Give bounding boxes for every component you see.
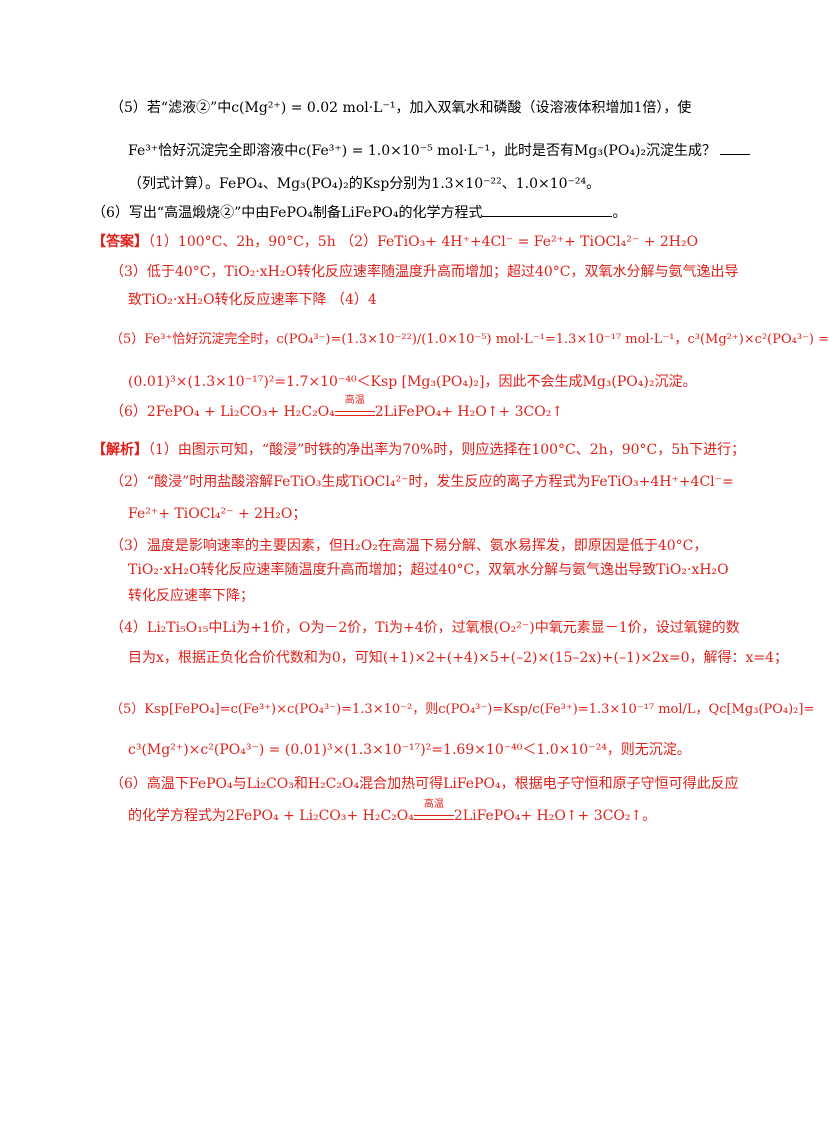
q6-line-1: （6）写出“高温煅烧②”中由FePO₄制备LiFePO₄的化学方程式 。 [92, 202, 626, 223]
answer-eq-left: （6）2FePO₄ + Li₂CO₃+ H₂C₂O₄ [110, 404, 335, 420]
analysis-eq-left: 的化学方程式为2FePO₄ + Li₂CO₃+ H₂C₂O₄ [128, 808, 414, 824]
analysis-line-3: Fe²⁺+ TiOCl₄²⁻ + 2H₂O； [128, 506, 307, 522]
q5-line-2-text: Fe³⁺恰好沉淀完全即溶液中c(Fe³⁺) = 1.0×10⁻⁵ mol·L⁻¹… [128, 143, 717, 159]
analysis-text-1: （1）由图示可知，“酸浸”时铁的净出率为70%时，则应选择在100°C、2h，9… [148, 442, 746, 458]
answer-line-3: 致TiO₂·xH₂O转化反应速率下降 （4）4 [128, 292, 377, 308]
analysis-line-12: 的化学方程式为2FePO₄ + Li₂CO₃+ H₂C₂O₄ 高温 2LiFePO₄… [128, 800, 657, 826]
analysis-eq-right: 2LiFePO₄+ H₂O↑+ 3CO₂↑。 [453, 808, 657, 824]
analysis-equation-bars [413, 815, 454, 820]
analysis-line-6: 转化反应速率下降； [128, 588, 254, 604]
analysis-line-4: （3）温度是影响速率的主要因素，但H₂O₂在高温下易分解、氨水易挥发，即原因是低… [110, 538, 708, 554]
answer-eq-right: 2LiFePO₄+ H₂O↑+ 3CO₂↑ [374, 404, 564, 420]
answer-text-1: （1）100°C、2h，90°C，5h （2）FeTiO₃+ 4H⁺+4Cl⁻ … [148, 234, 699, 250]
equation-condition: 高温 [344, 395, 365, 406]
answer-line-5: (0.01)³×(1.3×10⁻¹⁷)²=1.7×10⁻⁴⁰＜Ksp [Mg₃(… [128, 374, 697, 390]
analysis-tag: 【解析】 [92, 442, 148, 458]
answer-line-2: （3）低于40°C，TiO₂·xH₂O转化反应速率随温度升高而增加；超过40°C… [110, 264, 739, 280]
analysis-equation-condition: 高温 [423, 799, 444, 810]
q6-end: 。 [612, 205, 627, 221]
analysis-line-2: （2）“酸浸”时用盐酸溶解FeTiO₃生成TiOCl₄²⁻时，发生反应的离子方程… [110, 474, 734, 490]
q5-answer-blank [720, 140, 751, 155]
equation-bars [334, 411, 375, 416]
analysis-line-1: 【解析】（1）由图示可知，“酸浸”时铁的净出率为70%时，则应选择在100°C、… [92, 440, 745, 460]
analysis-line-7: （4）Li₂Ti₅O₁₅中Li为+1价，O为－2价，Ti为+4价，过氧根(O₂²… [110, 620, 740, 636]
q5-line-1: （5）若“滤液②”中c(Mg²⁺) = 0.02 mol·L⁻¹，加入双氧水和磷… [110, 100, 692, 116]
answer-line-1: 【答案】（1）100°C、2h，90°C，5h （2）FeTiO₃+ 4H⁺+4… [92, 232, 698, 252]
analysis-line-8: 目为x，根据正负化合价代数和为0，可知(+1)×2+(+4)×5+(–2)×(1… [128, 650, 789, 666]
answer-tag: 【答案】 [92, 234, 148, 250]
analysis-line-9: （5）Ksp[FePO₄]=c(Fe³⁺)×c(PO₄³⁻)=1.3×10⁻²，… [110, 702, 815, 717]
answer-line-4: （5）Fe³⁺恰好沉淀完全时，c(PO₄³⁻)=(1.3×10⁻²²)/(1.0… [110, 332, 829, 347]
answer-line-6: （6）2FePO₄ + Li₂CO₃+ H₂C₂O₄ 高温 2LiFePO₄+ H₂… [110, 396, 564, 422]
analysis-line-11: （6）高温下FePO₄与Li₂CO₃和H₂C₂O₄混合加热可得LiFePO₄，根… [110, 776, 739, 792]
q5-line-2: Fe³⁺恰好沉淀完全即溶液中c(Fe³⁺) = 1.0×10⁻⁵ mol·L⁻¹… [128, 140, 751, 161]
q6-answer-blank [482, 202, 613, 217]
equation-arrow: 高温 [334, 396, 375, 419]
analysis-equation-arrow: 高温 [413, 800, 454, 823]
analysis-line-10: c³(Mg²⁺)×c²(PO₄³⁻) = (0.01)³×(1.3×10⁻¹⁷)… [128, 742, 691, 758]
q6-text: （6）写出“高温煅烧②”中由FePO₄制备LiFePO₄的化学方程式 [92, 205, 483, 221]
document-page: （5）若“滤液②”中c(Mg²⁺) = 0.02 mol·L⁻¹，加入双氧水和磷… [92, 100, 829, 826]
q5-line-3: （列式计算）。FePO₄、Mg₃(PO₄)₂的Ksp分别为1.3×10⁻²²、1… [128, 176, 601, 192]
analysis-line-5: TiO₂·xH₂O转化反应速率随温度升高而增加；超过40°C，双氧水分解与氨气逸… [128, 562, 729, 578]
